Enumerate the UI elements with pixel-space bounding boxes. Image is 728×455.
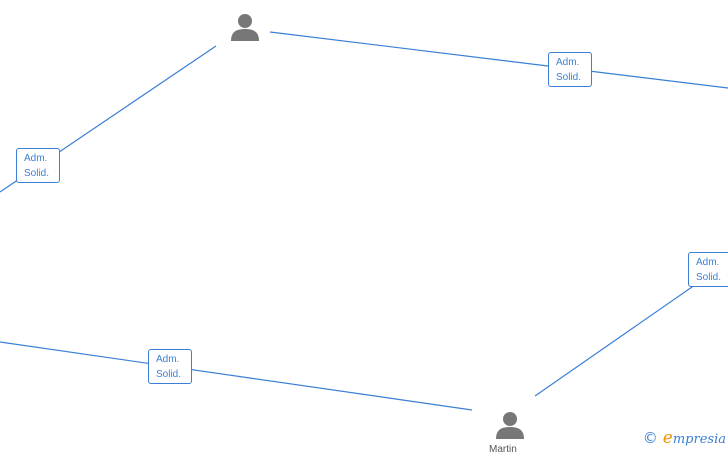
edge-label-line2: Solid.: [696, 272, 722, 283]
edge-label-adm-solid[interactable]: Adm. Solid.: [548, 52, 592, 87]
person-icon: [231, 14, 259, 41]
edge-line: [0, 341, 473, 411]
edge-label-line2: Solid.: [24, 168, 50, 179]
brand-logo-initial: e: [662, 428, 673, 448]
brand-footer: © empresia: [643, 428, 726, 448]
edge-label-adm-solid[interactable]: Adm. Solid.: [148, 349, 192, 384]
person-node[interactable]: [230, 12, 260, 42]
brand-logo: empresia: [663, 428, 726, 448]
edge-line: [269, 31, 728, 89]
edge-label-line1: Adm.: [556, 57, 580, 68]
edge-label-line1: Adm.: [156, 354, 180, 365]
edge-label-adm-solid[interactable]: Adm. Solid.: [16, 148, 60, 183]
edge-label-line2: Solid.: [156, 369, 182, 380]
edge-label-adm-solid[interactable]: Adm. Solid.: [688, 252, 728, 287]
person-icon: [496, 412, 524, 439]
edge-label-line1: Adm.: [24, 153, 48, 164]
edge-label-line2: Solid.: [556, 72, 582, 83]
brand-logo-text: mpresia: [672, 432, 726, 447]
person-node[interactable]: [495, 410, 525, 440]
edge-label-line1: Adm.: [696, 257, 720, 268]
copyright-icon: ©: [642, 429, 658, 447]
